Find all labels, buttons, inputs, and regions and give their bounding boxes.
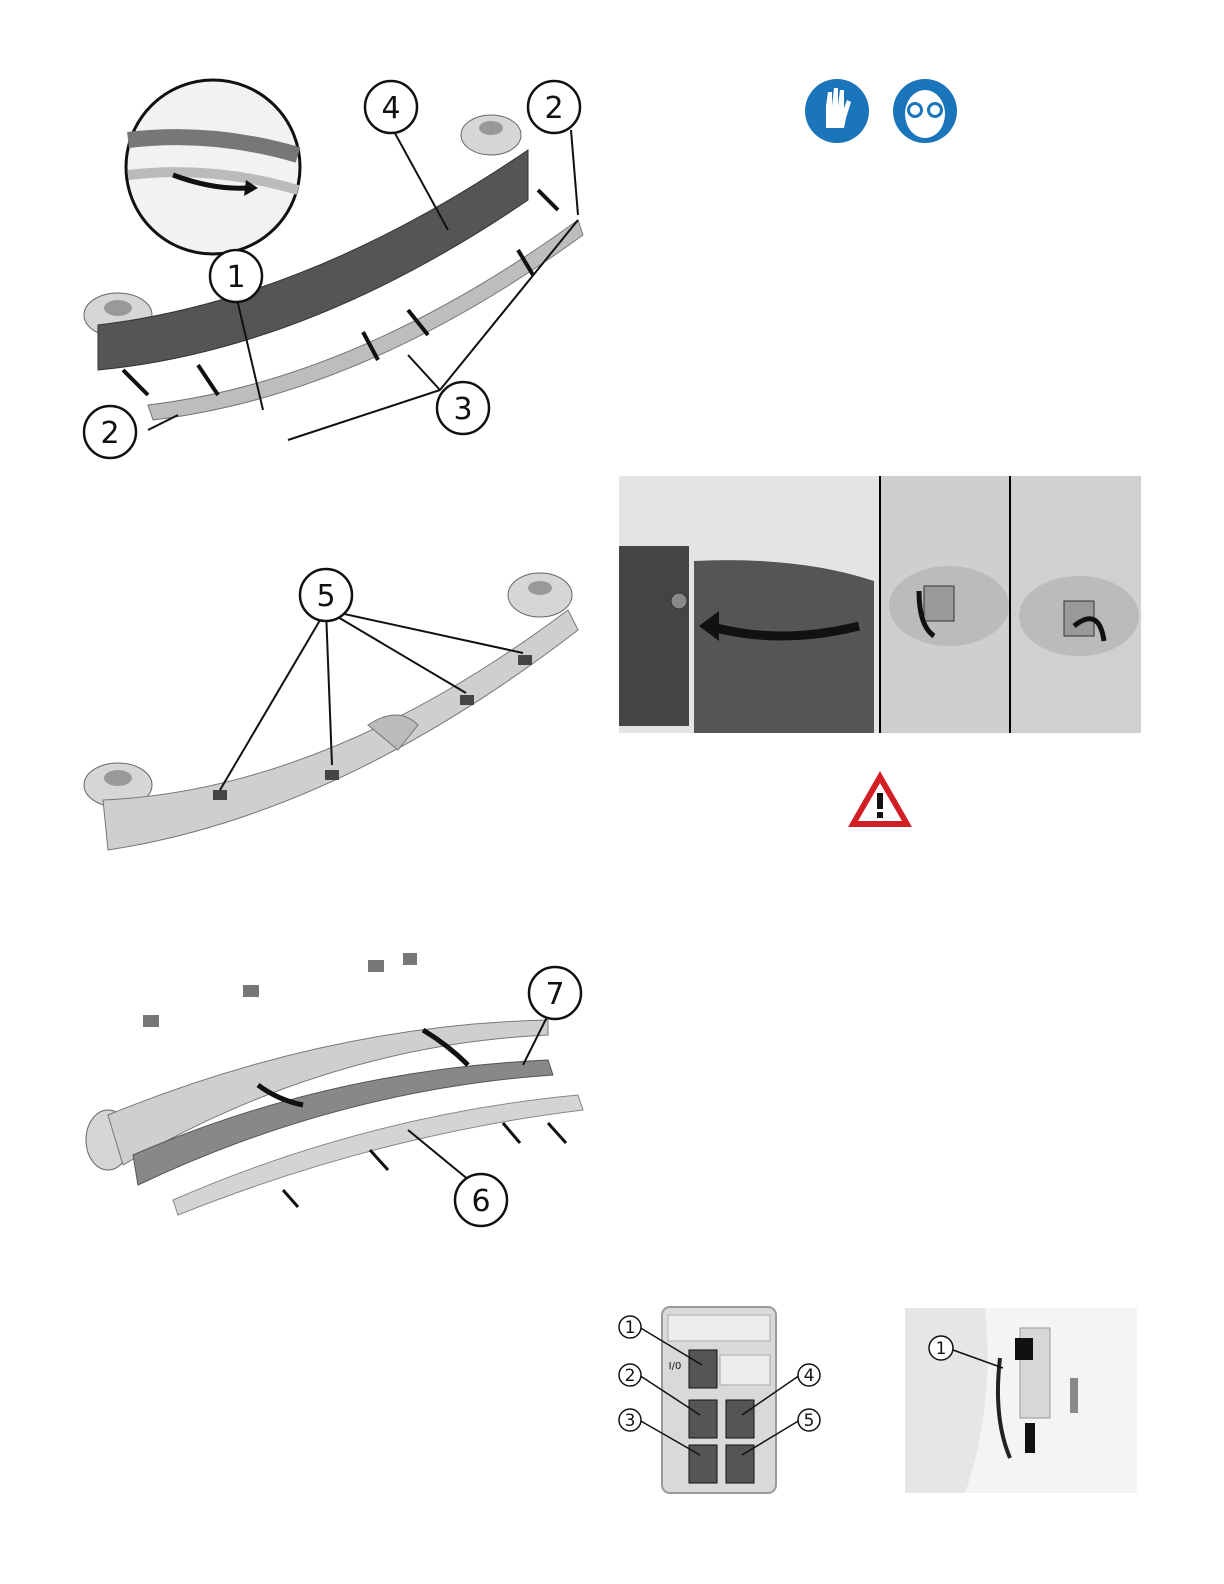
gloves-icon: [805, 79, 869, 143]
power-symbol: I/0: [669, 1361, 682, 1372]
svg-text:6: 6: [471, 1184, 490, 1219]
svg-text:4: 4: [381, 91, 400, 126]
callout-3: 3: [437, 382, 489, 434]
svg-text:1: 1: [625, 1318, 636, 1338]
callout-4: 4: [365, 81, 417, 133]
squeegee-exploded-drawing: 1 4 2 2 3: [78, 70, 618, 470]
photo-divider-2: [1009, 476, 1011, 733]
callout-5: 5: [300, 569, 352, 621]
svg-text:5: 5: [804, 1411, 815, 1431]
squeegee-knobs-figure: 5: [78, 565, 588, 855]
svg-text:1: 1: [936, 1339, 947, 1359]
svg-text:2: 2: [100, 416, 119, 451]
warning-icon: [845, 768, 915, 830]
squeegee-frame: [103, 610, 578, 850]
svg-text:4: 4: [804, 1366, 815, 1386]
callout-side-1: 1: [929, 1336, 953, 1360]
svg-text:3: 3: [625, 1411, 636, 1431]
control-panel-figure: 1 2 3 4 5 I/0: [612, 1305, 827, 1495]
svg-text:2: 2: [544, 91, 563, 126]
squeegee-disassembly-figure: 7 6: [78, 945, 598, 1235]
svg-text:2: 2: [625, 1366, 636, 1386]
goggles-icon: [893, 79, 957, 143]
squeegee-photo-panel: [619, 476, 1141, 733]
side-detail-figure: 1: [905, 1308, 1137, 1493]
callout-2-right: 2: [528, 81, 580, 133]
svg-text:7: 7: [545, 977, 564, 1012]
callout-7: 7: [529, 967, 581, 1019]
callout-cp-2: 2: [619, 1364, 641, 1386]
photo-divider-1: [879, 476, 881, 733]
callout-cp-4: 4: [798, 1364, 820, 1386]
power-switch[interactable]: [689, 1350, 717, 1388]
callout-6: 6: [455, 1174, 507, 1226]
svg-text:1: 1: [226, 260, 245, 295]
switch-4[interactable]: [726, 1400, 754, 1438]
squeegee-exploded-figure: 1 4 2 2 3: [78, 70, 618, 470]
knob: [143, 1015, 159, 1027]
svg-text:3: 3: [453, 392, 472, 427]
safety-icons-group: [804, 78, 960, 146]
callout-2-left: 2: [84, 406, 136, 458]
callout-cp-5: 5: [798, 1409, 820, 1431]
callout-cp-1: 1: [619, 1316, 641, 1338]
blade-6: [173, 1095, 583, 1215]
switch-2[interactable]: [689, 1400, 717, 1438]
callout-cp-3: 3: [619, 1409, 641, 1431]
detail-magnifier: [126, 80, 300, 254]
callout-1: 1: [210, 250, 262, 302]
svg-text:5: 5: [316, 579, 335, 614]
